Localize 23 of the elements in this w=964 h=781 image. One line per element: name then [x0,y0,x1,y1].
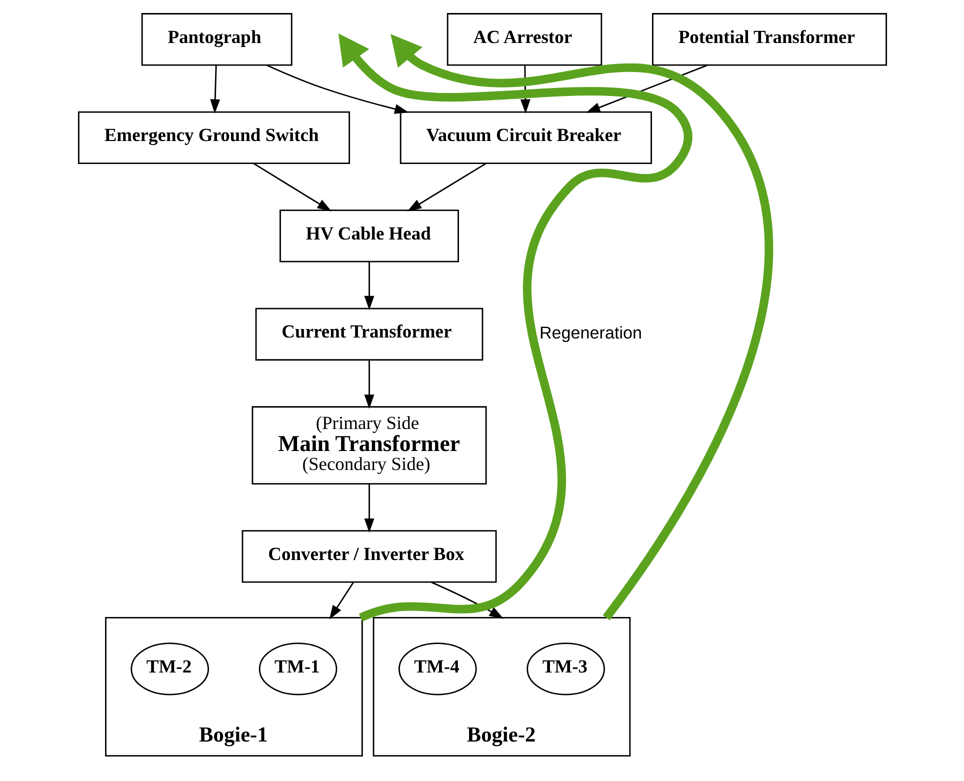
node-ellipse: TM-1 [258,642,337,696]
arrow [364,360,374,409]
arrow [266,64,408,114]
arrow [328,582,354,620]
node-box: HV Cable Head [279,210,458,262]
node-box: Converter / Inverter Box [241,530,496,583]
node-box: Potential Transformer [652,13,887,66]
node-ellipse: TM-2 [130,642,209,696]
arrow [364,262,374,310]
node-box: AC Arrestor [446,13,602,66]
node-box: Current Transformer [254,308,483,361]
node-ellipse: TM-3 [526,642,604,696]
node-box: Emergency Ground Switch [77,111,350,164]
arrow [252,162,332,212]
arrow [390,34,772,620]
node-box: (Primary Side Main Transformer (Secondary Side) [251,406,486,484]
node-box: Vacuum Circuit Breaker [399,111,652,164]
node-box: Pantograph [140,13,292,66]
node-ellipse: TM-4 [398,642,476,696]
arrow [210,65,220,114]
arrow [364,484,374,533]
arrow [406,162,486,212]
edge-label: Regeneration [538,324,642,343]
